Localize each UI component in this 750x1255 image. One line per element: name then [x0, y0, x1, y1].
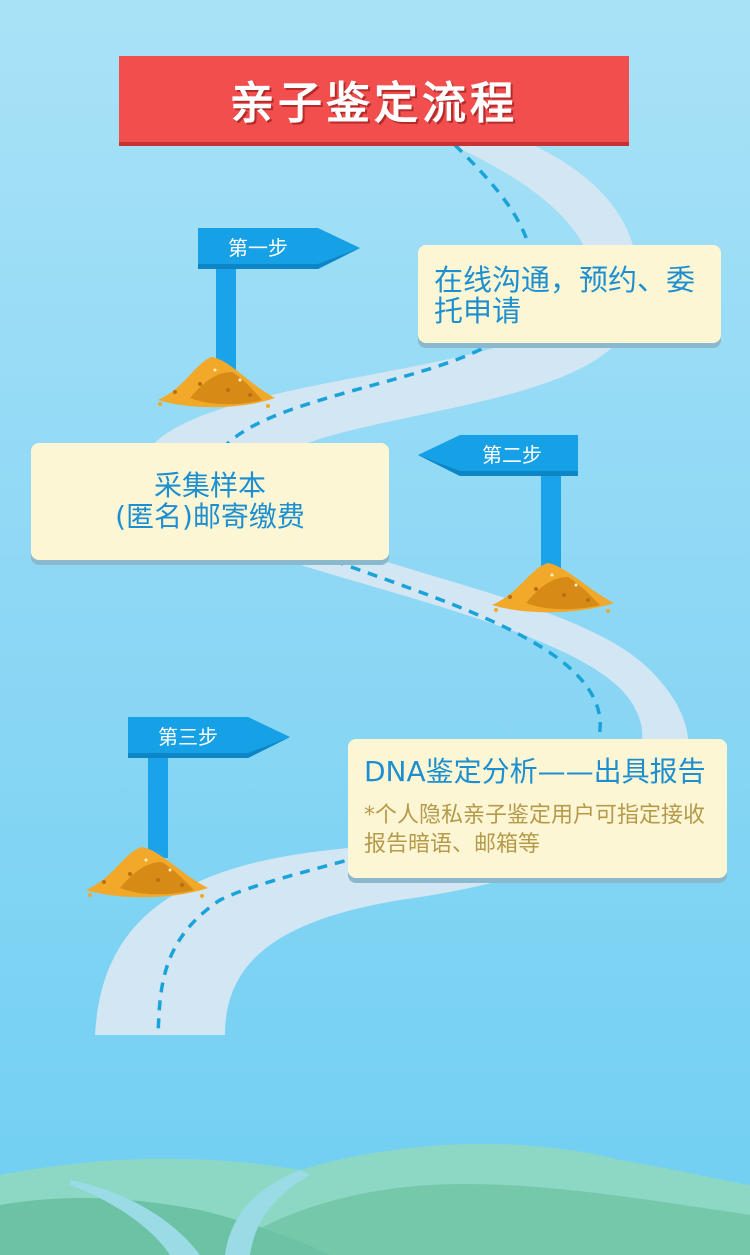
- signpost-step-3: [86, 717, 290, 898]
- sand-pile-icon: [158, 357, 275, 408]
- step-3-card: DNA鉴定分析——出具报告 *个人隐私亲子鉴定用户可指定接收报告暗语、邮箱等: [348, 739, 727, 878]
- sand-pile-icon: [492, 563, 614, 613]
- step-2-label: 第二步: [482, 443, 542, 467]
- step-2-card: 采集样本 (匿名)邮寄缴费: [31, 443, 389, 560]
- signpost-step-2: [418, 435, 614, 613]
- title-banner: 亲子鉴定流程: [119, 56, 629, 146]
- step-3-label: 第三步: [158, 725, 218, 749]
- step-1-text: 在线沟通，预约、委托申请: [434, 263, 696, 328]
- step-2-line-2: (匿名)邮寄缴费: [115, 500, 305, 533]
- signpost-step-1: [158, 228, 360, 408]
- step-1-label: 第一步: [228, 236, 288, 260]
- step-2-line-1: 采集样本: [153, 469, 266, 502]
- step-3-note: *个人隐私亲子鉴定用户可指定接收报告暗语、邮箱等: [364, 803, 706, 857]
- page-title: 亲子鉴定流程: [230, 78, 518, 129]
- step-1-card: 在线沟通，预约、委托申请: [418, 245, 721, 343]
- sand-pile-icon: [86, 847, 208, 898]
- step-3-title: DNA鉴定分析——出具报告: [364, 755, 706, 788]
- hills: [0, 1143, 750, 1255]
